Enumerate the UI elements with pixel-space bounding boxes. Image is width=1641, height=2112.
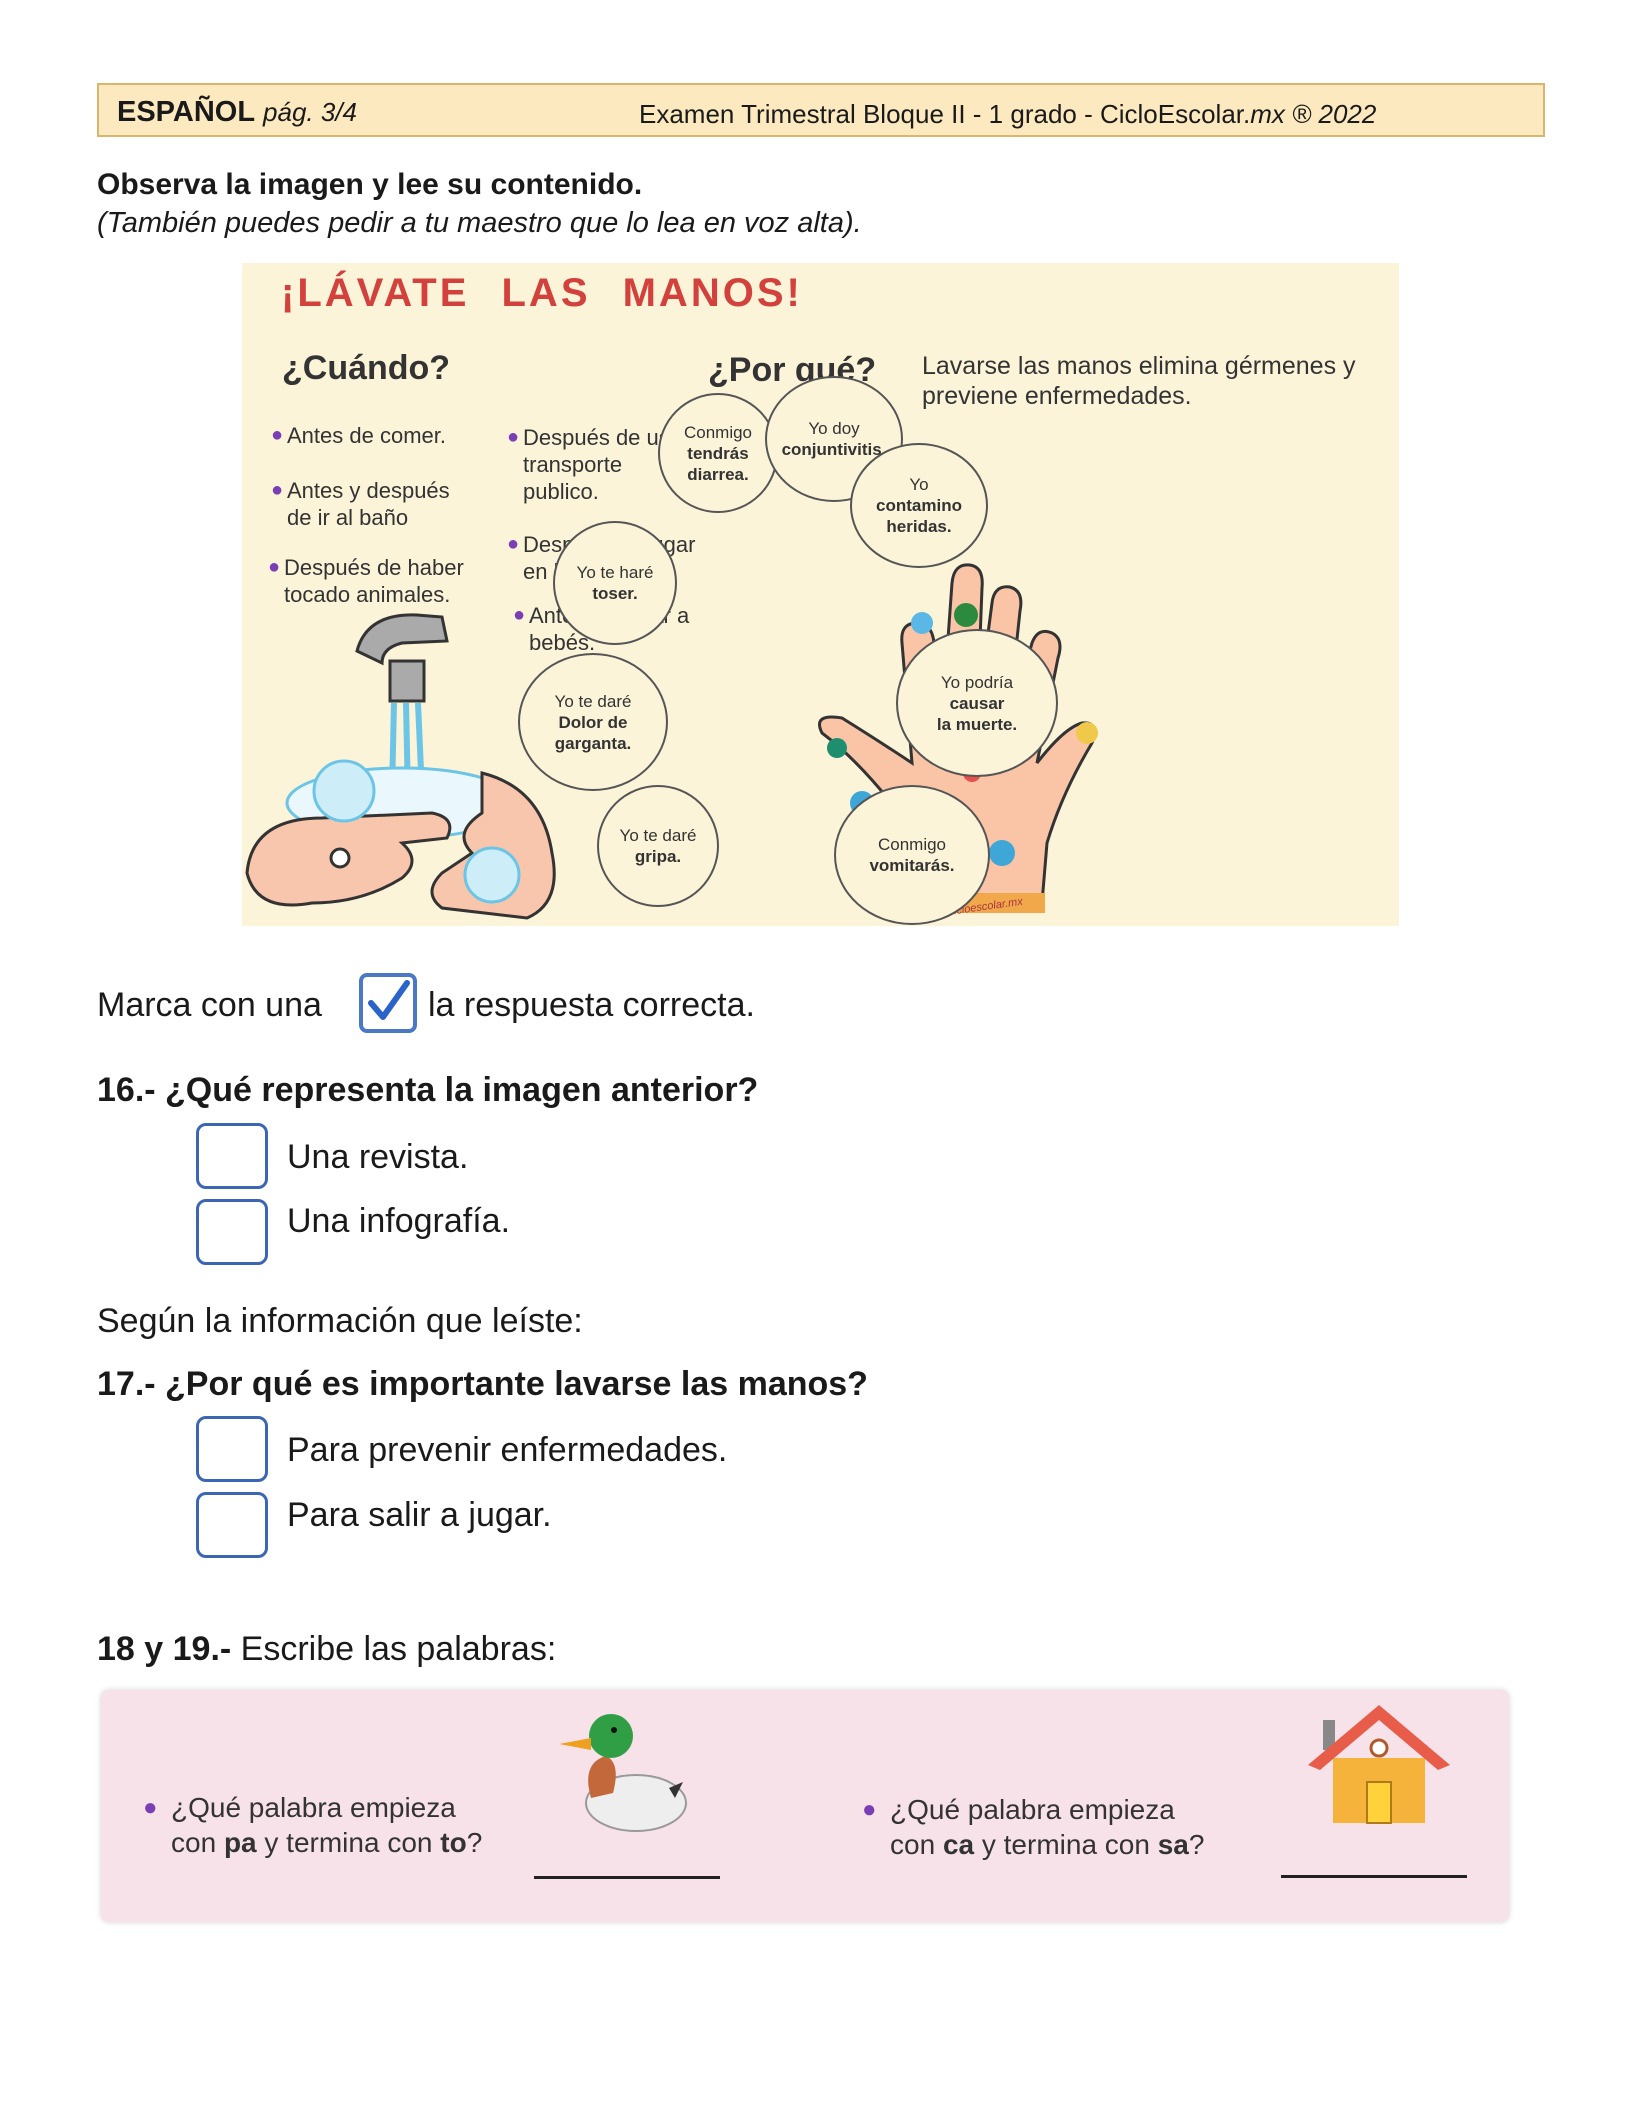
q16-option-2-checkbox[interactable] <box>196 1199 268 1265</box>
question-18-19: 18 y 19.- Escribe las palabras: <box>97 1630 557 1668</box>
q17-option-1-label: Para prevenir enfermedades. <box>287 1431 728 1469</box>
when-item: ●Antes y después de ir al baño <box>271 478 450 530</box>
when-item: ●Después de haber tocado animales. <box>268 555 464 607</box>
header-exam-title: Examen Trimestral Bloque II - 1 grado - … <box>639 99 1377 129</box>
when-item: ●Antes de comer. <box>271 423 446 448</box>
info-read-label: Según la información que leíste: <box>97 1302 583 1340</box>
when-item: ●Después de usar transporte publico. <box>507 425 690 504</box>
instruction-observe: Observa la imagen y lee su contenido. <box>97 168 643 201</box>
word-question-pato: ● ¿Qué palabra empieza con pa y termina … <box>143 1792 483 1858</box>
house-image <box>1308 1705 1450 1824</box>
duck-image <box>559 1714 687 1832</box>
q16-option-1-label: Una revista. <box>287 1138 469 1176</box>
washing-hands-illustration <box>245 613 563 920</box>
why-text: Lavarse las manos elimina gérmenes y pre… <box>922 352 1356 410</box>
checkmark-example-box <box>359 973 417 1033</box>
header-page: pág. 3/4 <box>263 97 358 127</box>
question-16: 16.- ¿Qué representa la imagen anterior? <box>97 1071 759 1109</box>
handwashing-infographic: ¡LÁVATE LAS MANOS! ¿Cuándo? ¿Por qué? La… <box>242 263 1399 926</box>
answer-line-casa[interactable] <box>1281 1875 1467 1878</box>
write-words-panel: ● ¿Qué palabra empieza con pa y termina … <box>101 1690 1509 1922</box>
q16-option-1-checkbox[interactable] <box>196 1123 268 1189</box>
q16-option-2-label: Una infografía. <box>287 1202 511 1240</box>
mark-instruction-before: Marca con una <box>97 986 322 1024</box>
when-heading: ¿Cuándo? <box>282 349 451 387</box>
instruction-teacher: (También puedes pedir a tu maestro que l… <box>97 207 862 239</box>
mark-instruction-after: la respuesta correcta. <box>428 986 755 1024</box>
q17-option-2-label: Para salir a jugar. <box>287 1496 552 1534</box>
question-17: 17.- ¿Por qué es importante lavarse las … <box>97 1365 868 1403</box>
q17-option-2-checkbox[interactable] <box>196 1492 268 1558</box>
checkmark-icon <box>368 980 410 1020</box>
infographic-title: ¡LÁVATE LAS MANOS! <box>281 271 803 315</box>
answer-line-pato[interactable] <box>534 1876 720 1879</box>
word-question-casa: ● ¿Qué palabra empieza con ca y termina … <box>862 1794 1205 1860</box>
q17-option-1-checkbox[interactable] <box>196 1416 268 1482</box>
